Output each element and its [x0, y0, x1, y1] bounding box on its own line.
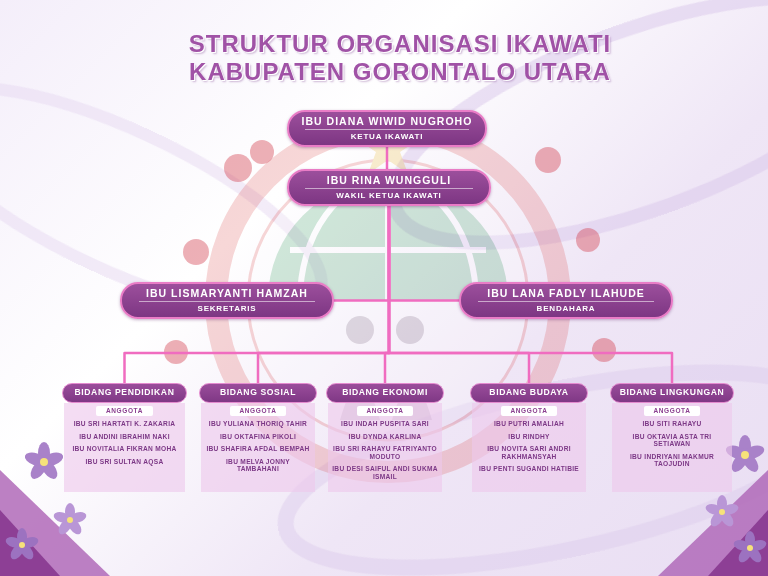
member-name: IBU RINDHY: [476, 433, 582, 441]
person-name: IBU LANA FADLY ILAHUDE: [461, 286, 671, 301]
person-name: IBU LISMARYANTI HAMZAH: [122, 286, 332, 301]
members-panel: ANGGOTA IBU SRI HARTATI K. ZAKARIA IBU AND…: [64, 403, 185, 492]
officer-pill: IBU DIANA WIWID NUGROHOKETUA IKAWATI: [287, 110, 487, 147]
org-connector: [389, 206, 459, 301]
member-name: IBU INDRIYANI MAKMUR TAOJUDIN: [616, 453, 728, 468]
member-name: IBU SRI RAHAYU FATRIYANTO MODUTO: [332, 445, 438, 460]
flower: [732, 531, 767, 565]
flower: [183, 239, 209, 265]
division-column: BIDANG LINGKUNGAN ANGGOTA IBU SITI RAHAYU I…: [610, 383, 734, 492]
flower: [23, 442, 65, 482]
diagram-title: STRUKTUR ORGANISASI IKAWATI KABUPATEN GO…: [150, 30, 650, 86]
role-title: BENDAHARA: [478, 301, 654, 315]
flower: [52, 503, 87, 537]
org-connector: [386, 147, 389, 169]
member-name: IBU SHAFIRA AFDAL BEMPAH: [205, 445, 311, 453]
division-column: BIDANG EKONOMI ANGGOTA IBU INDAH PUSPITA S…: [326, 383, 444, 492]
officer-pill: IBU LANA FADLY ILAHUDEBENDAHARA: [459, 282, 673, 319]
member-name: IBU NOVITA SARI ANDRI RAKHMANSYAH: [476, 445, 582, 460]
division-header: BIDANG PENDIDIKAN: [62, 383, 187, 403]
flower: [535, 147, 561, 173]
logo-figure: [346, 316, 374, 344]
flower: [224, 154, 252, 182]
members-label: ANGGOTA: [644, 406, 701, 416]
members-label: ANGGOTA: [357, 406, 414, 416]
member-name: IBU DESI SAIFUL ANDI SUKMA ISMAIL: [332, 465, 438, 480]
flower: [576, 228, 600, 252]
officer-pill: IBU LISMARYANTI HAMZAHSEKRETARIS: [120, 282, 334, 319]
role-title: WAKIL KETUA IKAWATI: [305, 188, 473, 202]
member-name: IBU OKTAFINA PIKOLI: [205, 433, 311, 441]
members-label: ANGGOTA: [501, 406, 558, 416]
role-title: SEKRETARIS: [139, 301, 315, 315]
member-name: IBU OKTAVIA ASTA TRI SETIAWAN: [616, 433, 728, 448]
division-column: BIDANG SOSIAL ANGGOTA IBU YULIANA THORIQ T…: [199, 383, 317, 492]
person-name: IBU DIANA WIWID NUGROHO: [289, 114, 485, 129]
member-name: IBU INDAH PUSPITA SARI: [332, 420, 438, 428]
flower: [704, 495, 739, 529]
role-title: KETUA IKAWATI: [305, 129, 470, 143]
division-header: BIDANG EKONOMI: [326, 383, 444, 403]
corner-band: [0, 510, 60, 576]
members-panel: ANGGOTA IBU SITI RAHAYU IBU OKTAVIA ASTA T…: [612, 403, 732, 492]
flower: [592, 338, 616, 362]
members-panel: ANGGOTA IBU INDAH PUSPITA SARI IBU DYNDA K…: [328, 403, 442, 492]
member-name: IBU YULIANA THORIQ TAHIR: [205, 420, 311, 428]
officer-pill: IBU RINA WUNGGULIWAKIL KETUA IKAWATI: [287, 169, 491, 206]
member-name: IBU MELVA JONNY TAMBAHANI: [205, 458, 311, 473]
division-header: BIDANG SOSIAL: [199, 383, 317, 403]
member-name: IBU SITI RAHAYU: [616, 420, 728, 428]
member-name: IBU DYNDA KARLINA: [332, 433, 438, 441]
member-name: IBU PUTRI AMALIAH: [476, 420, 582, 428]
members-panel: ANGGOTA IBU YULIANA THORIQ TAHIR IBU OKTAF…: [201, 403, 315, 492]
division-column: BIDANG BUDAYA ANGGOTA IBU PUTRI AMALIAH IBU…: [470, 383, 588, 492]
division-header: BIDANG BUDAYA: [470, 383, 588, 403]
logo-figure: [396, 316, 424, 344]
flower: [250, 140, 274, 164]
members-panel: ANGGOTA IBU PUTRI AMALIAH IBU RINDHY IBU NO…: [472, 403, 586, 492]
division-header: BIDANG LINGKUNGAN: [610, 383, 734, 403]
person-name: IBU RINA WUNGGULI: [289, 173, 489, 188]
org-connector: [334, 206, 389, 301]
member-name: IBU PENTI SUGANDI HATIBIE: [476, 465, 582, 473]
member-name: IBU SRI HARTATI K. ZAKARIA: [68, 420, 181, 428]
division-column: BIDANG PENDIDIKAN ANGGOTA IBU SRI HARTATI …: [62, 383, 187, 492]
members-label: ANGGOTA: [230, 406, 287, 416]
org-connector: [389, 206, 672, 383]
member-name: IBU SRI SULTAN AQSA: [68, 458, 181, 466]
flower: [4, 528, 39, 562]
members-label: ANGGOTA: [96, 406, 153, 416]
member-name: IBU ANDINI IBRAHIM NAKI: [68, 433, 181, 441]
member-name: IBU NOVITALIA FIKRAN MOHA: [68, 445, 181, 453]
